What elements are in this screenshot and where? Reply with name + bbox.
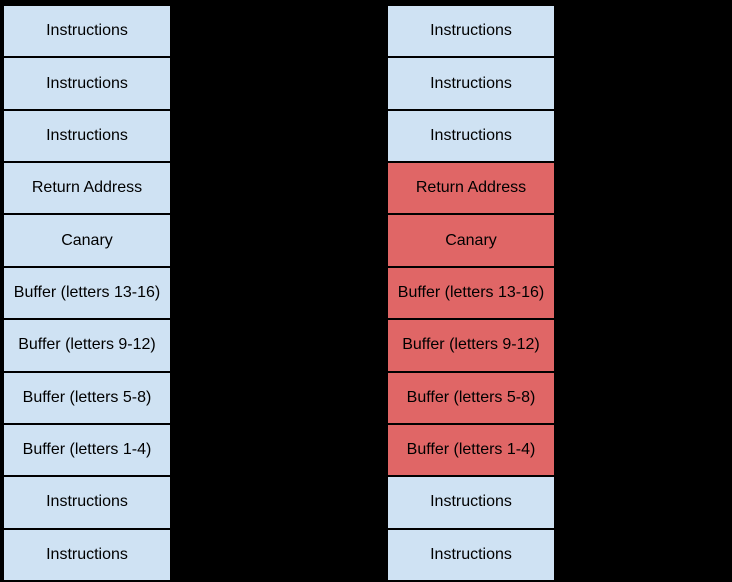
stack-cell-instructions: Instructions — [386, 108, 556, 164]
stack-cell-instructions: Instructions — [386, 4, 556, 59]
stack-cell-buffer-5-8: Buffer (letters 5-8) — [386, 370, 556, 425]
stack-cell-buffer-9-12: Buffer (letters 9-12) — [2, 318, 172, 373]
stack-cell-buffer-13-16: Buffer (letters 13-16) — [386, 265, 556, 321]
stack-cell-return-address: Return Address — [386, 161, 556, 216]
stack-cell-buffer-13-16: Buffer (letters 13-16) — [2, 265, 172, 321]
stack-cell-canary: Canary — [386, 213, 556, 268]
stack-column-left: Instructions Instructions Instructions R… — [2, 4, 172, 582]
stack-column-right: Instructions Instructions Instructions R… — [386, 4, 556, 582]
stack-cell-instructions: Instructions — [2, 4, 172, 59]
stack-cell-buffer-9-12: Buffer (letters 9-12) — [386, 318, 556, 373]
stack-cell-buffer-1-4: Buffer (letters 1-4) — [386, 422, 556, 478]
stack-cell-buffer-5-8: Buffer (letters 5-8) — [2, 370, 172, 425]
stack-cell-instructions: Instructions — [386, 56, 556, 111]
stack-cell-buffer-1-4: Buffer (letters 1-4) — [2, 422, 172, 478]
stack-cell-instructions: Instructions — [2, 56, 172, 111]
stack-cell-instructions: Instructions — [386, 527, 556, 582]
stack-cell-instructions: Instructions — [2, 527, 172, 582]
stack-cell-instructions: Instructions — [2, 475, 172, 530]
stack-cell-instructions: Instructions — [386, 475, 556, 530]
stack-cell-return-address: Return Address — [2, 161, 172, 216]
stack-cell-instructions: Instructions — [2, 108, 172, 164]
stack-cell-canary: Canary — [2, 213, 172, 268]
